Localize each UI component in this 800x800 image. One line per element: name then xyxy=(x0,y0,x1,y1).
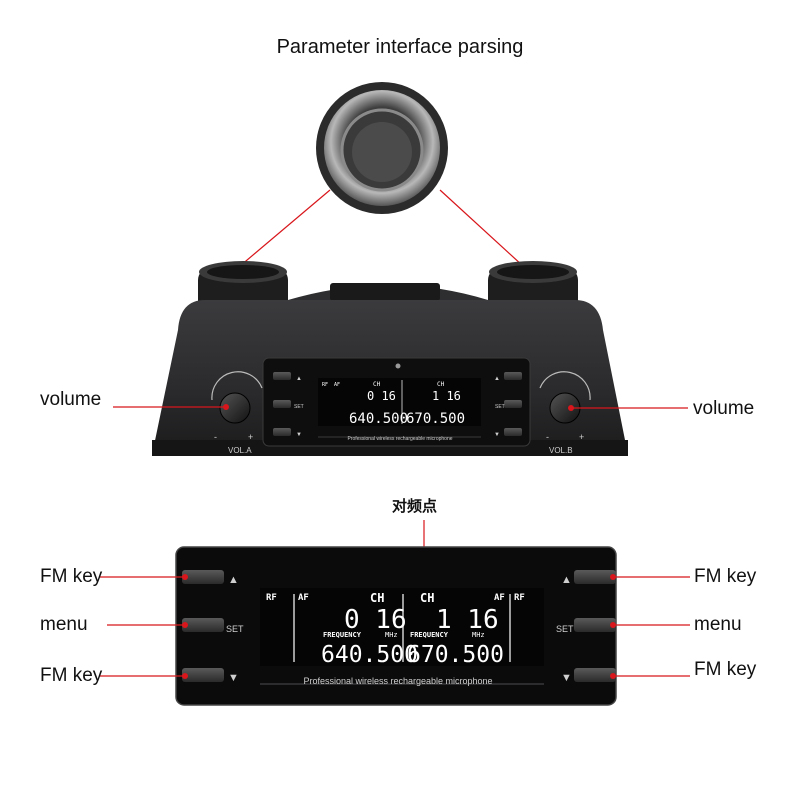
fm-key-label-bottom-right: FM key xyxy=(694,659,757,680)
zoomed-mic-slot xyxy=(316,82,448,214)
frequency-a-value: 640.500 xyxy=(321,642,418,668)
plus-label-b: + xyxy=(579,432,584,442)
small-af-label: AF xyxy=(334,382,340,388)
af-label-b: AF xyxy=(494,593,505,603)
fm-key-label-top-right: FM key xyxy=(694,566,757,587)
menu-label-right: menu xyxy=(694,614,742,635)
ch-label-b: CH xyxy=(420,591,434,605)
up-arrow-icon: ▲ xyxy=(561,574,572,586)
rf-label-b: RF xyxy=(514,593,525,603)
small-set-label-right: SET xyxy=(495,404,505,410)
fm-key-down-right[interactable] xyxy=(574,668,616,682)
up-arrow-icon: ▲ xyxy=(494,376,500,382)
mhz-label-b: MHz xyxy=(472,631,485,639)
down-arrow-icon: ▼ xyxy=(296,432,302,438)
up-arrow-icon: ▲ xyxy=(228,574,239,586)
pairing-point-label: 对频点 xyxy=(392,498,438,515)
mhz-label-a: MHz xyxy=(385,631,398,639)
key-callout-lines xyxy=(100,574,690,679)
small-tagline: Professional wireless rechargeable micro… xyxy=(347,436,452,442)
small-channel-b: 1 16 xyxy=(432,389,461,403)
front-panel xyxy=(175,546,617,706)
small-set-label-left: SET xyxy=(294,404,304,410)
receiver-body xyxy=(152,261,628,456)
ch-label-a: CH xyxy=(370,591,384,605)
small-ch-label-b: CH xyxy=(437,381,445,388)
up-arrow-icon: ▲ xyxy=(296,376,302,382)
frequency-b-value: 670.500 xyxy=(407,642,504,668)
small-rf-label: RF xyxy=(322,382,328,388)
channel-a-value: 0 16 xyxy=(344,605,407,635)
small-channel-a: 0 16 xyxy=(367,389,396,403)
rf-label: RF xyxy=(266,593,277,603)
fm-key-down-left[interactable] xyxy=(182,668,224,682)
small-freq-a: 640.500 xyxy=(349,411,408,427)
small-ch-label-a: CH xyxy=(373,381,381,388)
down-arrow-icon: ▼ xyxy=(561,672,572,684)
fm-key-label-bottom-left: FM key xyxy=(40,665,103,686)
fm-key-label-top-left: FM key xyxy=(40,566,103,587)
volume-callouts xyxy=(113,404,688,411)
down-arrow-icon: ▼ xyxy=(494,432,500,438)
af-label: AF xyxy=(298,593,309,603)
set-key-right[interactable] xyxy=(574,618,616,632)
set-label-left: SET xyxy=(226,624,244,634)
volume-label-left: volume xyxy=(40,389,102,410)
knob-icon xyxy=(219,392,251,424)
tagline: Professional wireless rechargeable micro… xyxy=(303,676,492,686)
down-arrow-icon: ▼ xyxy=(228,672,239,684)
set-key-left[interactable] xyxy=(182,618,224,632)
channel-b-value: 1 16 xyxy=(436,605,499,635)
minus-label-a: - xyxy=(214,432,217,442)
menu-label-left: menu xyxy=(40,614,88,635)
page-title: Parameter interface parsing xyxy=(276,36,524,58)
plus-label-a: + xyxy=(248,432,253,442)
vol-a-label: VOL.A xyxy=(228,446,252,455)
fm-key-up-left[interactable] xyxy=(182,570,224,584)
minus-label-b: - xyxy=(546,432,549,442)
volume-label-right: volume xyxy=(693,398,755,419)
fm-key-up-right[interactable] xyxy=(574,570,616,584)
small-freq-b: 670.500 xyxy=(406,411,465,427)
frequency-label-a: FREQUENCY xyxy=(323,631,362,639)
set-label-right: SET xyxy=(556,624,574,634)
frequency-label-b: FREQUENCY xyxy=(410,631,449,639)
vol-b-label: VOL.B xyxy=(549,446,573,455)
